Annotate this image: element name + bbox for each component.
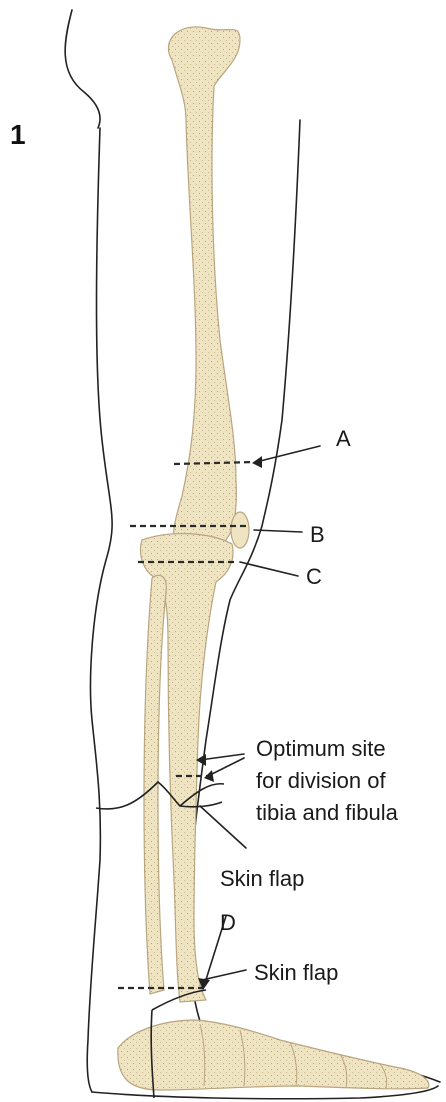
leg-outline-posterior [87,128,112,1092]
bones [118,27,429,1090]
label-optimum-line1: Optimum site [256,736,386,761]
label-d: D [220,910,236,935]
leader-optimum-1 [200,754,244,760]
label-b: B [310,522,325,547]
leader-optimum-2 [208,758,244,776]
arrowhead-a [252,456,262,468]
buttock-curve [65,10,100,128]
patella [231,512,249,548]
leader-a [256,446,320,462]
skin-flap-mid-outline [96,782,222,809]
leader-b [254,530,302,532]
leg-outline [65,10,440,1099]
label-a: A [336,426,351,451]
leader-skin-flap-mid [200,806,246,848]
foot-bones-stipple [118,1020,429,1090]
label-skin-flap-mid: Skin flap [220,866,304,891]
label-optimum-line2: for division of [256,768,387,793]
label-optimum-line3: tibia and fibula [256,800,399,825]
figure-number: 1 [10,119,26,150]
label-c: C [306,564,322,589]
femur-stipple [168,27,240,548]
label-skin-flap-ankle: Skin flap [254,960,338,985]
arrowhead-optimum-2 [204,770,214,782]
leader-c [240,562,298,576]
